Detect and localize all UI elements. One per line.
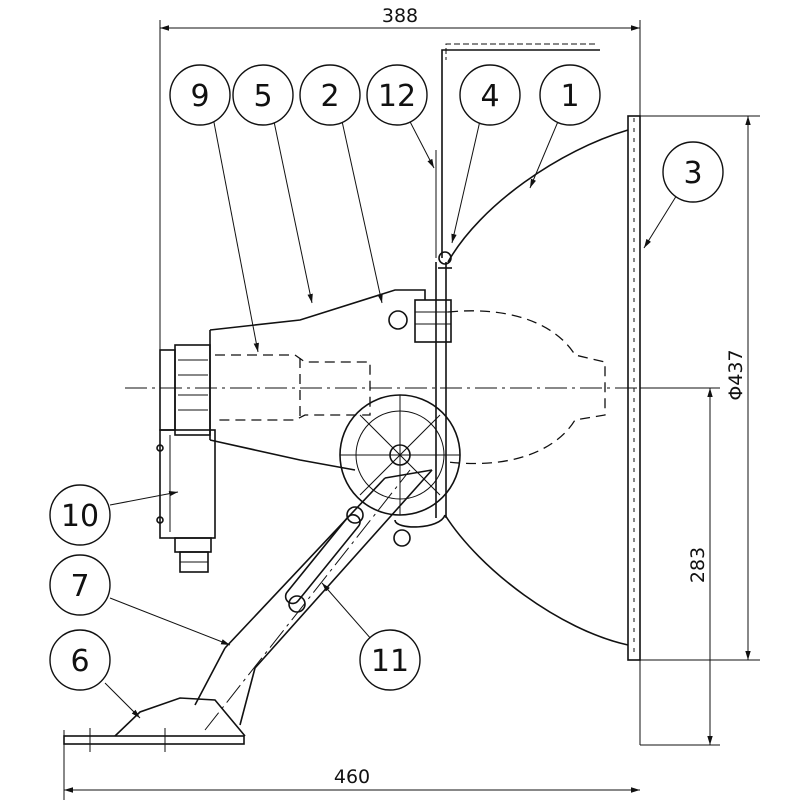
- part-label-3: 3: [683, 156, 702, 191]
- reflector-housing: [435, 129, 629, 646]
- part-bubble-5: 5: [232, 64, 294, 126]
- angle-scale: [339, 394, 461, 547]
- part-label-11: 12: [378, 79, 416, 114]
- ballast-box: [159, 289, 426, 471]
- terminal-box: [156, 429, 216, 573]
- lamp-bulb: [447, 310, 606, 465]
- part-label-9: 9: [190, 79, 209, 114]
- part-label-1: 1: [560, 79, 579, 114]
- base-plate: [63, 697, 246, 752]
- part-bubble-11: 12: [366, 64, 428, 126]
- part-bubble-2: 2: [299, 64, 361, 126]
- dim-460-label: 460: [334, 766, 370, 788]
- part-label-2: 2: [320, 79, 339, 114]
- part-bubble-7: 7: [49, 554, 111, 616]
- leader-lines: [104, 111, 681, 719]
- dim-388-label: 388: [382, 5, 418, 27]
- dimension-460: 460: [63, 730, 640, 800]
- lamp-socket: [388, 251, 452, 343]
- dim-283-label: 283: [687, 547, 709, 583]
- part-label-5: 5: [253, 79, 272, 114]
- part-bubble-10: 10: [49, 484, 111, 546]
- part-label-6: 6: [70, 644, 89, 679]
- front-lens: [627, 115, 641, 661]
- part-label-7: 7: [70, 569, 89, 604]
- part-bubble-1: 1: [539, 64, 601, 126]
- part-bubble-9: 9: [169, 64, 231, 126]
- dimension-283: 283: [640, 387, 720, 746]
- cable-conduit: [435, 43, 600, 258]
- part-bubble-12: 11: [359, 629, 421, 691]
- support-arm: [194, 469, 433, 731]
- part-bubble-6: 6: [49, 629, 111, 691]
- part-label-4: 4: [480, 79, 499, 114]
- part-label-12: 11: [371, 644, 409, 679]
- dim-diameter-label: Φ437: [725, 349, 747, 400]
- part-bubble-3: 3: [662, 141, 724, 203]
- part-label-10: 10: [61, 499, 99, 534]
- part-bubble-4: 4: [459, 64, 521, 126]
- dimension-diameter: Φ437: [640, 115, 760, 661]
